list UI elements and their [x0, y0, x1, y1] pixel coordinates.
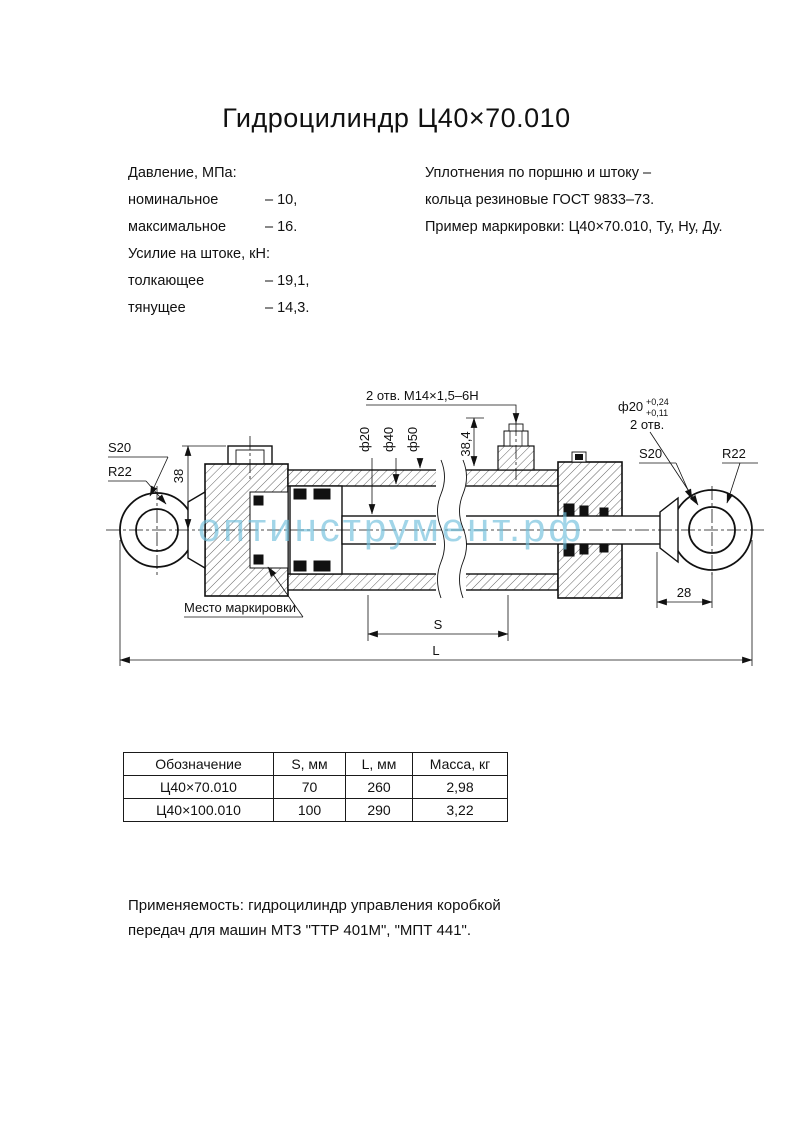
dim-label-s20-right: S20: [639, 446, 662, 461]
dim-label-L: L: [432, 643, 439, 658]
dim-label-holes2: 2 отв.: [630, 417, 664, 432]
spec-row-pull: тянущее – 14,3.: [128, 295, 418, 322]
table-row: Ц40×70.010 70 260 2,98: [123, 775, 508, 799]
gland-seal: [599, 507, 609, 517]
cap-oring-bottom: [253, 554, 264, 565]
centerlines: [106, 422, 764, 576]
tolerance-lower: +0,11: [646, 408, 668, 418]
cell-designation: Ц40×70.010: [123, 775, 274, 799]
col-header-l: L, мм: [345, 752, 413, 776]
col-header-mass: Масса, кг: [412, 752, 508, 776]
marking-example: Пример маркировки: Ц40×70.010, Ту, Ну, Д…: [425, 219, 723, 235]
gland-seal: [563, 543, 575, 557]
dim-label-28: 28: [677, 585, 691, 600]
cell-l: 260: [345, 775, 413, 799]
gland-seal: [599, 543, 609, 553]
spec-row-nominal: номинальное – 10,: [128, 187, 418, 214]
break-line: [459, 459, 467, 599]
gland-seal: [563, 503, 575, 517]
spec-label: толкающее: [128, 273, 205, 289]
table-header-row: Обозначение S, мм L, мм Масса, кг: [123, 752, 508, 776]
cell-s: 70: [273, 775, 346, 799]
watermark: оптинструмент.рф: [198, 506, 585, 550]
dim-label-dia40: ф40: [381, 427, 396, 452]
dim-label-38-4: 38,4: [458, 431, 473, 456]
piston-seal: [293, 560, 307, 572]
cell-designation: Ц40×100.010: [123, 798, 274, 822]
spec-label: номинальное: [128, 192, 219, 208]
spec-block: Давление, МПа: номинальное – 10, максима…: [128, 160, 418, 322]
gland-seal: [579, 543, 589, 555]
dim-label-dia20: ф20: [357, 427, 372, 452]
dim-label-r22-left: R22: [108, 464, 132, 479]
piston-seal: [313, 560, 331, 572]
page-title: Гидроцилиндр Ц40×70.010: [222, 103, 571, 133]
spec-label: тянущее: [128, 300, 186, 316]
spec-value: – 10,: [265, 192, 298, 208]
dimensions-table: Обозначение S, мм L, мм Масса, кг Ц40×70…: [123, 752, 508, 822]
cell-s: 100: [273, 798, 346, 822]
dim-label-holes-note: 2 отв. М14×1,5–6Н: [366, 388, 479, 403]
piston-seal: [313, 488, 331, 500]
marking-place-label: Место маркировки: [184, 600, 296, 615]
seal-note-line1: Уплотнения по поршню и штоку –: [425, 165, 652, 181]
application-note-line2: передач для машин МТЗ "ТТР 401М", "МПТ 4…: [128, 922, 472, 939]
spec-value: – 14,3.: [265, 300, 310, 316]
force-header: Усилие на штоке, кН:: [128, 246, 270, 262]
spec-label: максимальное: [128, 219, 227, 235]
application-note: Применяемость: гидроцилиндр управления к…: [128, 893, 548, 943]
spec-value: – 16.: [265, 219, 298, 235]
dimension-lines: [108, 404, 758, 666]
pressure-header: Давление, МПа:: [128, 165, 237, 181]
tolerance-upper: +0,24: [646, 397, 669, 407]
left-eye-neck: [187, 490, 206, 570]
cell-mass: 2,98: [412, 775, 508, 799]
spec-value: – 19,1,: [265, 273, 310, 289]
dim-label-38: 38: [171, 469, 186, 483]
table-row: Ц40×100.010 100 290 3,22: [123, 798, 508, 822]
dim-label-dia20-tol: ф20: [618, 399, 643, 414]
application-note-line1: Применяемость: гидроцилиндр управления к…: [128, 897, 501, 914]
piston-seal: [293, 488, 307, 500]
col-header-designation: Обозначение: [123, 752, 274, 776]
tube-wall-top: [287, 469, 559, 487]
notes-block: Уплотнения по поршню и штоку – кольца ре…: [425, 160, 735, 241]
dim-label-S: S: [434, 617, 443, 632]
dimension-labels: S20 R22 38 2 отв. М14×1,5–6Н ф20 ф40 ф50…: [108, 388, 746, 658]
cap-oring-top: [253, 495, 264, 506]
dim-label-s20-left: S20: [108, 440, 131, 455]
gland-lock-screw-slot: [575, 454, 583, 460]
seal-note-line2: кольца резиновые ГОСТ 9833–73.: [425, 192, 655, 208]
cell-mass: 3,22: [412, 798, 508, 822]
gland-seal: [579, 505, 589, 517]
cell-l: 290: [345, 798, 413, 822]
dim-label-dia50: ф50: [405, 427, 420, 452]
col-header-s: S, мм: [273, 752, 346, 776]
spec-row-maximal: максимальное – 16.: [128, 214, 418, 241]
break-line: [437, 459, 445, 599]
tube-wall-bottom: [287, 573, 559, 591]
spec-row-push: толкающее – 19,1,: [128, 268, 418, 295]
dim-label-r22-right: R22: [722, 446, 746, 461]
